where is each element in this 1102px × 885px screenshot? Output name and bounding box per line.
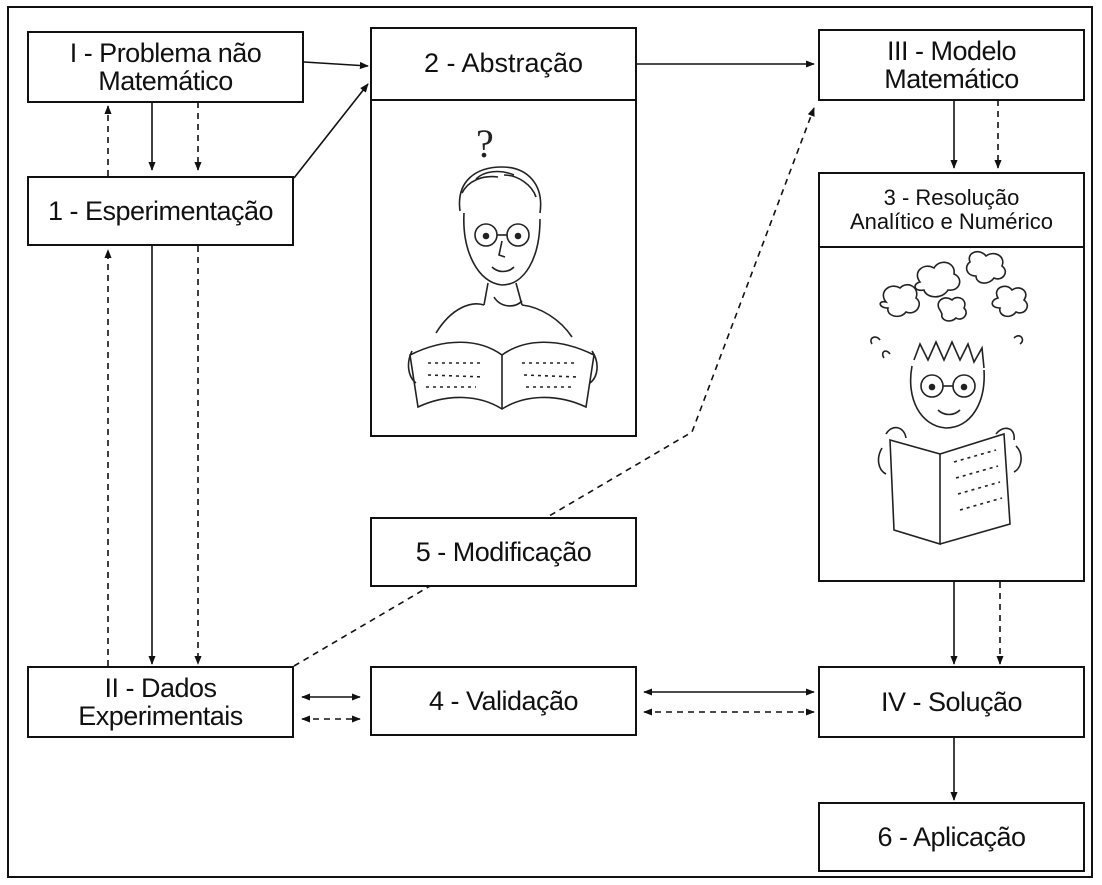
diagram-frame: [7, 6, 1093, 878]
solving-reader-illustration: [870, 250, 1029, 546]
panel-resolucao: 3 - Resolução Analítico e Numérico: [818, 172, 1085, 582]
question-mark: ?: [476, 121, 494, 166]
box-dados-experimentais: II - Dados Experimentais: [27, 666, 294, 738]
panel-resolucao-line1: 3 - Resolução: [883, 185, 1020, 211]
box-dados-line2: Experimentais: [78, 701, 243, 731]
box-modelo-line1: III - Modelo: [886, 35, 1017, 66]
box-solucao: IV - Solução: [818, 666, 1085, 738]
box-modificacao-label: 5 - Modificação: [415, 536, 592, 567]
box-experimentacao: 1 - Esperimentação: [27, 176, 294, 246]
box-aplicacao-label: 6 - Aplicação: [877, 821, 1026, 852]
box-experimentacao-label: 1 - Esperimentação: [47, 195, 274, 226]
box-dados-line1: II - Dados: [104, 672, 217, 703]
box-aplicacao: 6 - Aplicação: [818, 802, 1085, 872]
box-problema-line2: Matemático: [98, 66, 233, 96]
box-solucao-label: IV - Solução: [880, 686, 1023, 717]
panel-abstracao: 2 - Abstração ?: [370, 27, 637, 437]
panel-abstracao-header: 2 - Abstração: [372, 29, 635, 101]
box-validacao-label: 4 - Validação: [428, 685, 579, 716]
panel-resolucao-line2: Analítico e Numérico: [850, 209, 1053, 234]
box-problema-line1: I - Problema não: [69, 37, 262, 68]
box-validacao: 4 - Validação: [370, 666, 637, 736]
panel-resolucao-header: 3 - Resolução Analítico e Numérico: [820, 174, 1083, 248]
box-modelo-line2: Matemático: [884, 64, 1019, 94]
panel-abstracao-title: 2 - Abstração: [423, 48, 584, 79]
box-modelo-matematico: III - Modelo Matemático: [818, 29, 1085, 101]
thinking-reader-illustration: ?: [407, 121, 598, 410]
box-problema-nao-matematico: I - Problema não Matemático: [27, 31, 304, 103]
box-modificacao: 5 - Modificação: [370, 517, 637, 587]
